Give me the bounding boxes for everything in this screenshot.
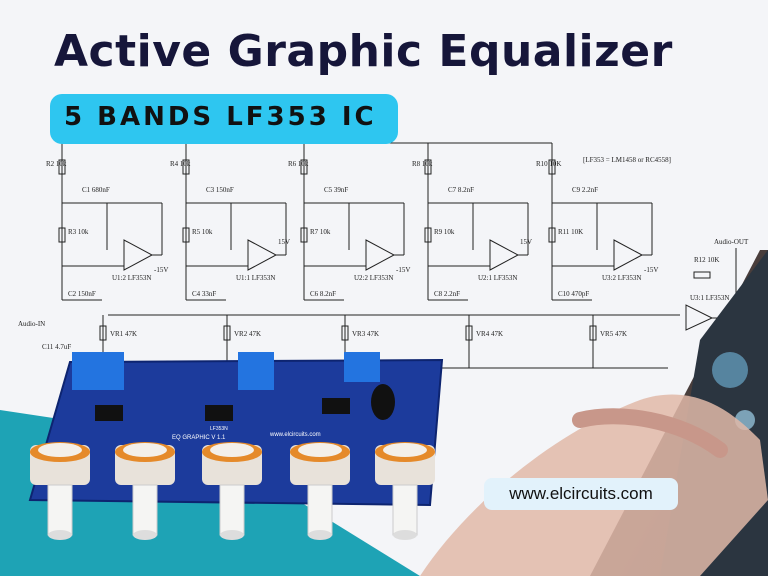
ic-chip (322, 398, 350, 414)
supply-label: -15V (644, 266, 658, 274)
ic-label: U1:2 LF353N (112, 274, 151, 282)
r-top-label: R8 10k (412, 160, 433, 168)
vr-label: VR5 47K (600, 330, 627, 338)
r-top-label: R6 10k (288, 160, 309, 168)
c-gnd-label: C6 8.2nF (310, 290, 336, 298)
vr-label: VR2 47K (234, 330, 261, 338)
vr-label: VR3 47K (352, 330, 379, 338)
supply-label: -15V (154, 266, 168, 274)
terminal-block (72, 352, 124, 390)
potentiometer-knob-3[interactable] (202, 442, 262, 540)
c-gnd-label: C8 2.2nF (434, 290, 460, 298)
audio-in-label: Audio-IN (18, 320, 45, 328)
r-mid-label: R7 10k (310, 228, 331, 236)
ic-label: U2:2 LF353N (354, 274, 393, 282)
terminal-block (344, 352, 380, 382)
vr-label: VR4 47K (476, 330, 503, 338)
c-series-label: C5 39nF (324, 186, 348, 194)
c-series-label: C3 150nF (206, 186, 234, 194)
band-1: R2 10k C1 680nF R3 10k C2 150nF U1:2 LF353N V… (46, 143, 168, 368)
pcb-ic-label: LF353N (210, 426, 228, 432)
supply-label: -15V (396, 266, 410, 274)
page-title: Active Graphic Equalizer (54, 26, 673, 77)
ic-label: U3:2 LF353N (602, 274, 641, 282)
r-top-label: R2 10k (46, 160, 67, 168)
supply-label: 15V (520, 238, 532, 246)
vr-label: VR1 47K (110, 330, 137, 338)
r-mid-label: R5 10k (192, 228, 213, 236)
band-4: R8 10k C7 8.2nF R9 10k C8 2.2nF U2:1 LF353N V… (412, 143, 532, 368)
subtitle-badge: 5 BANDS LF353 IC (50, 94, 398, 144)
audio-out-label: Audio-OUT (714, 238, 749, 246)
c11-label: C11 4.7uF (42, 343, 71, 351)
r-mid-label: R9 10k (434, 228, 455, 236)
potentiometer-knob-1[interactable] (30, 442, 90, 540)
c-series-label: C7 8.2nF (448, 186, 474, 194)
supply-label: 15V (278, 238, 290, 246)
c-gnd-label: C10 470pF (558, 290, 589, 298)
potentiometer-knob-5[interactable] (375, 442, 435, 540)
potentiometer-knob-4[interactable] (290, 442, 350, 540)
terminal-block (238, 352, 274, 390)
pcb-label: EQ GRAPHIC V 1.1 (172, 435, 226, 441)
c-gnd-label: C4 33nF (192, 290, 216, 298)
u3-1-label: U3:1 LF353N (690, 294, 729, 302)
c-series-label: C9 2.2nF (572, 186, 598, 194)
substitution-note: [LF353 = LM1458 or RC4558] (583, 156, 671, 164)
potentiometer-knob-2[interactable] (115, 442, 175, 540)
r-top-label: R4 10k (170, 160, 191, 168)
capacitor (371, 384, 395, 420)
r-top-label: R10 10K (536, 160, 561, 168)
ic-label: U1:1 LF353N (236, 274, 275, 282)
band-3: R6 10k C5 39nF R7 10k C6 8.2nF U2:2 LF353N VR… (288, 143, 410, 368)
website-link[interactable]: www.elcircuits.com (484, 478, 678, 510)
equalizer-schematic: R2 10k C1 680nF R3 10k C2 150nF U1:2 LF353N V… (18, 142, 749, 369)
c-gnd-label: C2 150nF (68, 290, 96, 298)
c-series-label: C1 680nF (82, 186, 110, 194)
band-5: R10 10K C9 2.2nF R11 10K C10 470pF U3:2 LF35… (536, 143, 658, 368)
ic-chip (205, 405, 233, 421)
r-mid-label: R3 10k (68, 228, 89, 236)
r-mid-label: R11 10K (558, 228, 583, 236)
ic-chip (95, 405, 123, 421)
band-2: R4 10k C3 150nF R5 10k C4 33nF U1:1 LF353N VR… (170, 143, 290, 368)
ic-label: U2:1 LF353N (478, 274, 517, 282)
pcb-brand: www.elcircuits.com (269, 432, 321, 438)
r12-label: R12 10K (694, 256, 719, 264)
